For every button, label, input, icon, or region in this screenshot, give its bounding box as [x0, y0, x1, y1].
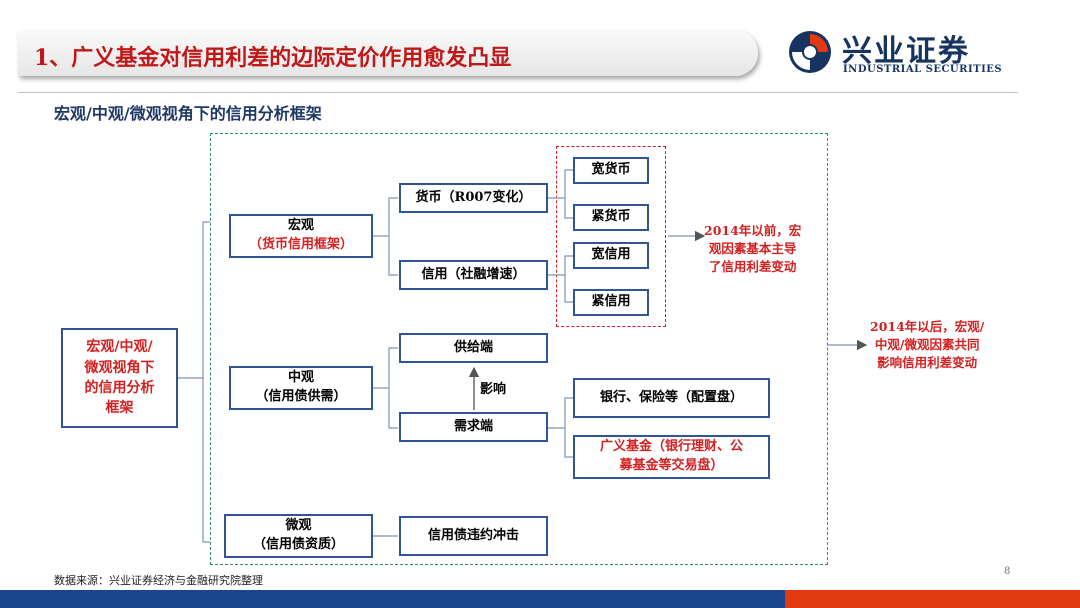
- funds-line-2: 募基金等交易盘）: [619, 458, 724, 473]
- note-after-line-1: 2014年以后，宏观/: [870, 319, 985, 334]
- source-note: 数据来源：兴业证券经济与金融研究院整理: [54, 574, 263, 587]
- framework-frame: [210, 133, 828, 565]
- logo-text-en: INDUSTRIAL SECURITIES: [843, 64, 1003, 75]
- loose-credit-box: 宽信用: [573, 242, 649, 269]
- root-framework-box: 宏观/中观/ 微观视角下 的信用分析 框架: [61, 328, 178, 428]
- money-box: 货币（R007变化）: [399, 183, 548, 213]
- note-before-line-3: 了信用利差变动: [708, 259, 797, 275]
- logo-text-cn: 兴业证券: [842, 34, 970, 69]
- tight-credit-box: 紧信用: [573, 289, 649, 316]
- note-after-line-2: 中观/微观因素共同: [874, 337, 980, 353]
- root-line-3: 的信用分析: [84, 380, 155, 396]
- meso-box: 中观 （信用债供需）: [229, 366, 373, 410]
- macro-title: 宏观: [287, 218, 314, 234]
- banks-box: 银行、保险等（配置盘）: [573, 378, 770, 418]
- tight-money-box: 紧货币: [573, 204, 649, 231]
- title-bar: [18, 30, 758, 76]
- funds-box: 广义基金（银行理财、公 募基金等交易盘）: [573, 435, 770, 479]
- supply-box: 供给端: [399, 333, 548, 363]
- page-number: 8: [1004, 566, 1011, 577]
- micro-subtitle: （信用债资质）: [252, 537, 344, 552]
- meso-subtitle: （信用债供需）: [255, 389, 347, 404]
- funds-line-1: 广义基金（银行理财、公: [599, 439, 743, 455]
- default-impact-box: 信用债违约冲击: [399, 516, 548, 556]
- note-before-line-2: 观因素基本主导: [708, 241, 797, 257]
- note-after-2014: 2014年以后，宏观/ 中观/微观因素共同 影响信用利差变动: [870, 318, 984, 372]
- root-line-4: 框架: [105, 400, 134, 417]
- footer-bar-blue: [0, 590, 785, 608]
- meso-title: 中观: [287, 370, 314, 386]
- page-title: 1、广义基金对信用利差的边际定价作用愈发凸显: [34, 45, 512, 71]
- note-after-line-3: 影响信用利差变动: [877, 355, 978, 371]
- note-before-2014: 2014年以前，宏 观因素基本主导 了信用利差变动: [704, 222, 801, 276]
- header-divider: [18, 92, 1018, 93]
- macro-box: 宏观 （货币信用框架）: [229, 214, 373, 258]
- root-line-1: 宏观/中观/: [86, 339, 153, 356]
- micro-box: 微观 （信用债资质）: [224, 514, 373, 558]
- footer-bar-red: [785, 590, 1080, 608]
- diagram-subtitle: 宏观/中观/微观视角下的信用分析框架: [54, 104, 322, 123]
- root-line-2: 微观视角下: [84, 359, 155, 376]
- micro-title: 微观: [285, 518, 312, 534]
- demand-box: 需求端: [399, 412, 548, 442]
- influence-label: 影响: [480, 382, 507, 397]
- logo-icon: [789, 31, 831, 73]
- macro-subtitle: （货币信用框架）: [248, 237, 353, 252]
- credit-box: 信用（社融增速）: [399, 260, 548, 290]
- monetary-credit-frame: [556, 146, 666, 327]
- note-before-line-1: 2014年以前，宏: [704, 223, 802, 238]
- loose-money-box: 宽货币: [573, 157, 649, 184]
